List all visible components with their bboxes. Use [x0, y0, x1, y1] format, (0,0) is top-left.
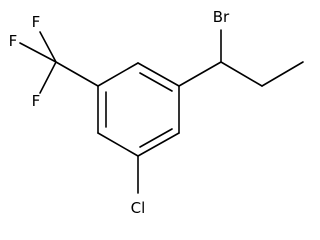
ring-bond-bottom-left	[97, 132, 139, 157]
ring-bond-top-right	[137, 62, 180, 87]
bond-ring-to-chbr	[178, 61, 222, 87]
bond-cf3-to-f-top	[19, 42, 57, 63]
fluorine-label-lower: F	[32, 92, 41, 110]
ring-bond-bottom-right	[137, 132, 180, 157]
chlorine-label: Cl	[131, 199, 146, 217]
bond-ring-to-cf3	[55, 61, 99, 87]
bromine-label: Br	[213, 8, 230, 26]
structure-canvas: Br Cl F F F	[8, 8, 304, 217]
bond-chbr-to-ch2	[220, 61, 263, 87]
bond-cf3-to-f-lower	[39, 61, 57, 94]
ring-double-bond-top-right	[139, 72, 173, 92]
fluorine-label-upper: F	[32, 13, 41, 31]
molecule-structure: Br Cl F F F	[9, 8, 304, 217]
fluorine-label-top: F	[9, 32, 18, 50]
bond-ch2-to-ch3	[261, 61, 304, 87]
bond-cf3-to-f-upper	[39, 31, 57, 63]
ring-bond-top-left	[97, 62, 139, 87]
ring-double-bond-bottom-right	[139, 128, 173, 148]
